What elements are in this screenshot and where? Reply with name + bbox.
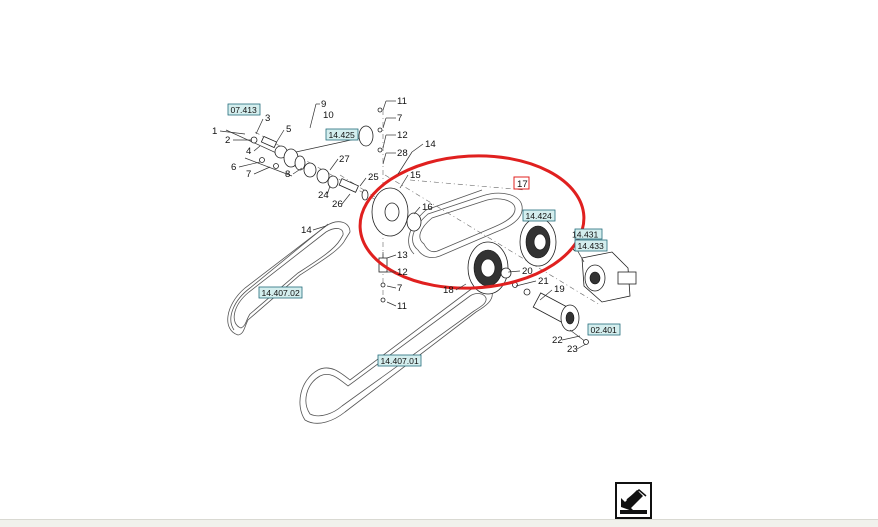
ref-label-14-425: 14.425 [329,130,356,140]
callout-7a: 7 [246,169,251,180]
callout-23: 23 [567,344,578,355]
leader-lines [219,100,587,350]
callout-20: 20 [522,266,533,277]
gearbox [572,244,637,303]
callout-3: 3 [265,113,270,124]
callout-22: 22 [552,335,563,346]
v-belt-upper [227,221,351,336]
callout-14a: 14 [425,139,436,150]
callout-7b: 7 [397,113,402,124]
status-bar [0,519,878,527]
callout-2: 2 [225,135,230,146]
callout-11a: 11 [397,96,407,107]
callout-5: 5 [286,124,291,135]
ref-tag-14-433[interactable]: 14.433 [574,239,608,252]
ref-tag-14-431[interactable]: 14.431 [572,228,603,240]
callout-27: 27 [339,154,350,165]
callout-12a: 12 [397,130,408,141]
ref-tag-14-425[interactable]: 14.425 [325,128,359,141]
callout-17-highlight[interactable]: 17 [513,176,530,190]
callout-18: 18 [443,285,454,296]
ref-label-14-424: 14.424 [526,211,553,221]
ref-tag-14-407-02[interactable]: 14.407.02 [258,286,303,299]
callout-13: 13 [397,250,408,261]
callout-numbers: 1 2 3 4 5 6 7 8 9 10 11 7 12 28 14 27 25… [212,96,578,355]
variator-pulleys [371,187,557,296]
ref-label-14-407-02: 14.407.02 [262,288,300,298]
callout-15: 15 [410,170,421,181]
ref-label-07-413: 07.413 [231,105,258,115]
callout-12b: 12 [397,267,408,278]
callout-24: 24 [318,190,329,201]
callout-8: 8 [285,169,290,180]
callout-4: 4 [246,146,252,157]
input-shaft-assembly [225,107,383,201]
callout-7c: 7 [397,283,402,294]
callout-19: 19 [554,284,565,295]
ref-label-02-401: 02.401 [591,325,618,335]
ref-label-14-433: 14.433 [578,241,605,251]
return-arrow-icon [620,489,647,514]
callout-16: 16 [422,202,433,213]
callout-25: 25 [368,172,379,183]
callout-28: 28 [397,148,408,159]
ref-tag-02-401[interactable]: 02.401 [587,323,621,336]
callout-17: 17 [517,179,528,190]
callout-14b: 14 [301,225,312,236]
callout-21: 21 [538,276,549,287]
highlight-ring [358,154,586,290]
callout-10: 10 [323,110,334,121]
return-button[interactable] [615,482,652,519]
ref-tag-14-424[interactable]: 14.424 [522,209,556,222]
callout-6: 6 [231,162,236,173]
callout-9: 9 [321,99,326,110]
callout-11b: 11 [397,301,407,312]
output-shaft [532,292,589,345]
ref-label-14-407-01: 14.407.01 [381,356,419,366]
ref-label-14-431: 14.431 [572,230,599,240]
callout-1: 1 [212,126,217,137]
ref-tag-14-407-01[interactable]: 14.407.01 [377,354,422,367]
callout-26: 26 [332,199,343,210]
ref-tag-07-413[interactable]: 07.413 [227,103,261,116]
